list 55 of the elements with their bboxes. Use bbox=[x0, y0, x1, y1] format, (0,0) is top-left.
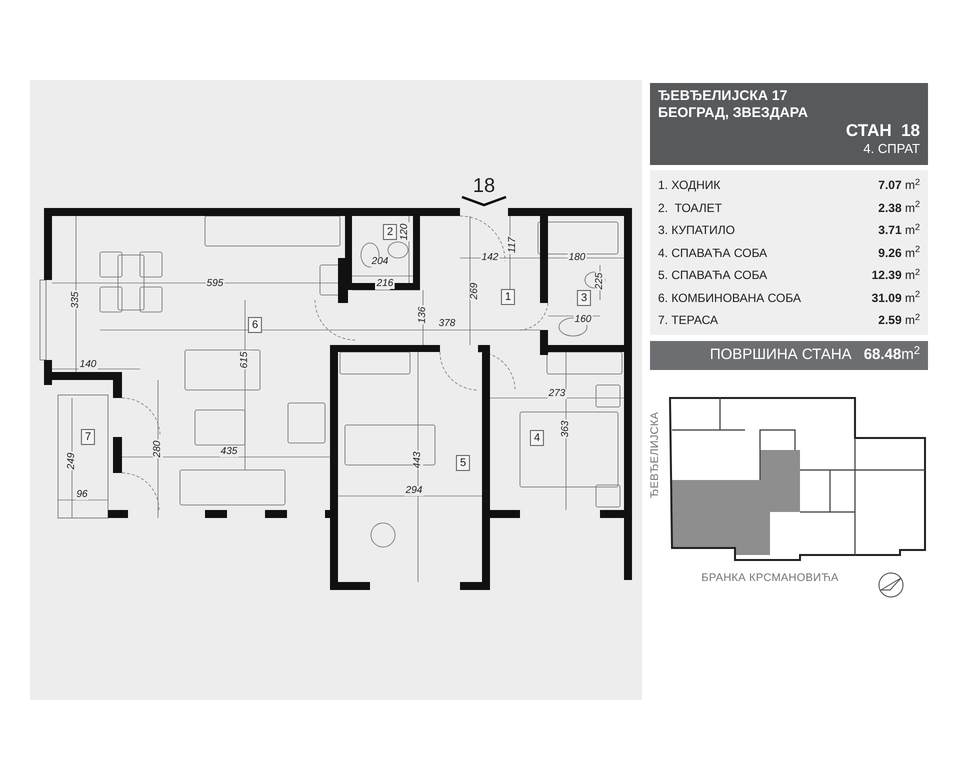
dimension-label: 96 bbox=[75, 490, 89, 500]
dimension-label: 142 bbox=[480, 253, 500, 263]
room-name: 7. ТЕРАСА bbox=[658, 312, 718, 329]
room-area: 2.38 m$^{2}$ bbox=[878, 198, 920, 216]
dimension-label: 204 bbox=[370, 257, 390, 267]
dimension-label: 435 bbox=[220, 447, 238, 457]
room-name: 5. СПАВАЋА СОБА bbox=[658, 267, 768, 284]
room-area: 7.07 m$^{2}$ bbox=[878, 176, 920, 194]
dimension-label: 269 bbox=[470, 282, 480, 300]
dimension-label: 615 bbox=[240, 350, 250, 370]
street-name: БРАНКА КРСМАНОВИЋА bbox=[701, 570, 839, 586]
dimension-label: 120 bbox=[400, 222, 410, 242]
room-number-tag: 6 bbox=[248, 317, 262, 333]
header-panel bbox=[650, 83, 928, 165]
address-text: БЕОГРАД, ЗВЕЗДАРА bbox=[658, 104, 808, 121]
dimension-label: 225 bbox=[595, 272, 605, 290]
room-area: 2.59 m$^{2}$ bbox=[878, 311, 920, 329]
dimension-label: 595 bbox=[206, 279, 224, 289]
room-number-tag: 4 bbox=[530, 430, 544, 446]
room-area: 12.39 m$^{2}$ bbox=[872, 266, 920, 284]
room-name: 3. КУПАТИЛО bbox=[658, 222, 735, 239]
apartment-number: 18 bbox=[472, 176, 496, 196]
dimension-label: 136 bbox=[418, 306, 428, 324]
dimension-label: 117 bbox=[508, 236, 518, 254]
room-area: 31.09 m$^{2}$ bbox=[872, 288, 920, 306]
dimension-label: 294 bbox=[404, 486, 424, 496]
room-area: 9.26 m$^{2}$ bbox=[878, 244, 920, 262]
total-area-value: 68.48m$^{2}$ bbox=[864, 344, 920, 366]
total-area-bar bbox=[650, 341, 928, 370]
address-text: ЂЕВЂЕЛИЈСКА 17 bbox=[658, 87, 788, 104]
floor-text: 4. СПРАТ bbox=[863, 141, 920, 156]
dimension-label: 378 bbox=[438, 319, 456, 329]
dimension-label: 335 bbox=[71, 290, 81, 310]
room-name: 6. КОМБИНОВАНА СОБА bbox=[658, 290, 801, 306]
room-number-tag: 5 bbox=[456, 455, 470, 471]
room-name: 4. СПАВАЋА СОБА bbox=[658, 244, 768, 262]
dimension-label: 363 bbox=[561, 420, 571, 438]
dimension-label: 216 bbox=[376, 279, 394, 289]
dimension-label: 249 bbox=[67, 452, 77, 470]
dimension-label: 273 bbox=[548, 389, 566, 399]
street-name: ЂЕВЂЕЛИЈСКА bbox=[648, 412, 662, 498]
dimension-label: 180 bbox=[568, 253, 586, 263]
room-name: 2. ТОАЛЕТ bbox=[658, 200, 722, 216]
room-number-tag: 1 bbox=[500, 289, 516, 305]
room-name: 1. ХОДНИК bbox=[658, 177, 720, 194]
total-area-title: ПОВРШИНА СТАНА bbox=[710, 345, 852, 366]
dimension-label: 443 bbox=[413, 450, 423, 470]
room-area: 3.71 m$^{2}$ bbox=[878, 221, 920, 239]
room-number-tag: 7 bbox=[80, 429, 96, 445]
dimension-label: 280 bbox=[153, 440, 163, 458]
room-number-tag: 2 bbox=[382, 224, 398, 240]
apartment-title: СТАН 18 bbox=[846, 121, 920, 141]
room-number-tag: 3 bbox=[576, 290, 592, 306]
dimension-label: 140 bbox=[78, 360, 98, 370]
dimension-label: 160 bbox=[574, 315, 592, 325]
